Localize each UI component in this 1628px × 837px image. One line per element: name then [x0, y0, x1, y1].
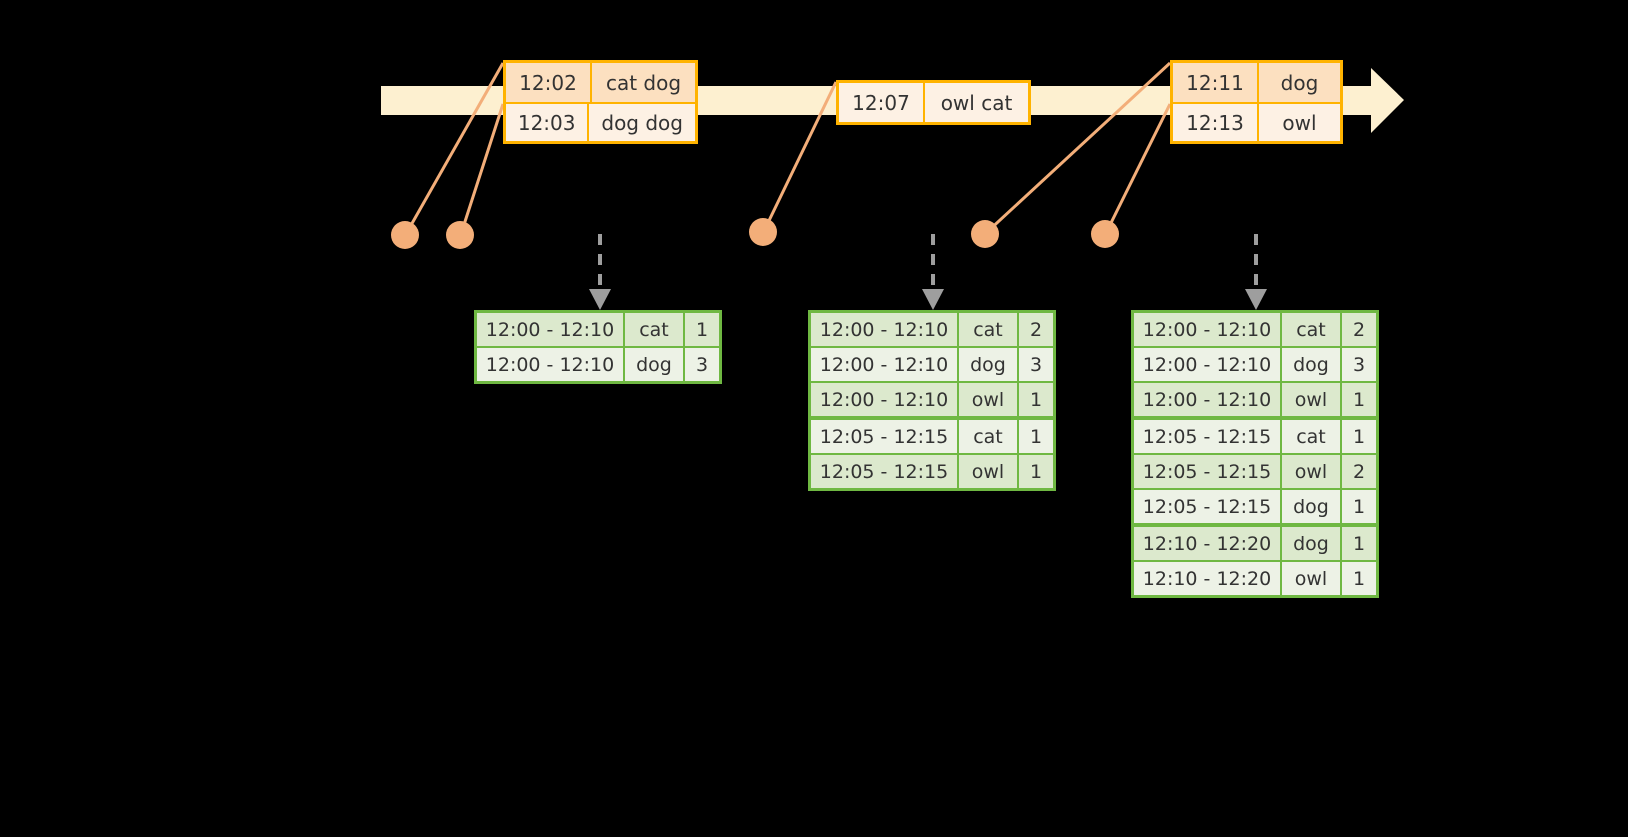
connector-dot-1: [391, 221, 419, 249]
cell-word: dog: [625, 348, 683, 381]
cell-word: owl: [1282, 455, 1340, 488]
table-row: 12:05 - 12:15 owl 1: [811, 455, 1053, 488]
cell-window: 12:00 - 12:10: [477, 348, 623, 381]
connector-dot-3: [749, 218, 777, 246]
result-table-1: 12:00 - 12:10 cat 1 12:00 - 12:10 dog 3: [474, 310, 722, 384]
cell-word: cat: [1282, 420, 1340, 453]
event-time: 12:03: [506, 104, 590, 141]
cell-window: 12:00 - 12:10: [1134, 313, 1280, 346]
cell-word: dog: [1282, 348, 1340, 381]
table-row: 12:05 - 12:15 dog 1: [1134, 490, 1376, 523]
event-box-3: 12:11 dog 12:13 owl: [1170, 60, 1343, 144]
cell-count: 2: [1342, 313, 1376, 346]
event-box-2: 12:07 owl cat: [836, 80, 1031, 125]
connector-dot-2: [446, 221, 474, 249]
event-time: 12:13: [1173, 104, 1259, 141]
cell-count: 1: [1342, 420, 1376, 453]
table-row: 12:00 - 12:10 owl 1: [1134, 383, 1376, 416]
result-group: 12:00 - 12:10 cat 1 12:00 - 12:10 dog 3: [477, 313, 719, 381]
connector-dot-4: [971, 220, 999, 248]
event-row: 12:07 owl cat: [839, 83, 1028, 122]
cell-count: 3: [1019, 348, 1053, 381]
cell-word: owl: [959, 455, 1017, 488]
table-row: 12:10 - 12:20 dog 1: [1134, 527, 1376, 560]
table-row: 12:10 - 12:20 owl 1: [1134, 562, 1376, 595]
cell-window: 12:00 - 12:10: [477, 313, 623, 346]
table-row: 12:00 - 12:10 cat 2: [1134, 313, 1376, 346]
event-words: dog: [1280, 70, 1319, 95]
cell-count: 2: [1342, 455, 1376, 488]
result-group: 12:00 - 12:10 cat 2 12:00 - 12:10 dog 3 …: [1134, 313, 1376, 416]
event-words: dog dog: [601, 110, 683, 135]
cell-count: 2: [1019, 313, 1053, 346]
event-box-1: 12:02 cat dog 12:03 dog dog: [503, 60, 698, 144]
cell-count: 1: [1342, 562, 1376, 595]
table-row: 12:00 - 12:10 cat 2: [811, 313, 1053, 346]
connector-dots: [391, 218, 1119, 249]
emit-arrows: [589, 234, 1267, 310]
cell-window: 12:00 - 12:10: [811, 348, 957, 381]
cell-word: dog: [1282, 490, 1340, 523]
event-row: 12:02 cat dog: [506, 63, 695, 102]
cell-count: 1: [1342, 527, 1376, 560]
event-words: owl: [1282, 110, 1317, 135]
cell-window: 12:00 - 12:10: [1134, 348, 1280, 381]
result-group: 12:10 - 12:20 dog 1 12:10 - 12:20 owl 1: [1134, 527, 1376, 595]
table-row: 12:00 - 12:10 dog 3: [1134, 348, 1376, 381]
event-words: owl cat: [940, 90, 1013, 115]
emit-arrow-1: [589, 234, 611, 310]
cell-word: owl: [1282, 383, 1340, 416]
table-row: 12:00 - 12:10 owl 1: [811, 383, 1053, 416]
cell-window: 12:05 - 12:15: [811, 455, 957, 488]
table-row: 12:05 - 12:15 owl 2: [1134, 455, 1376, 488]
result-table-3: 12:00 - 12:10 cat 2 12:00 - 12:10 dog 3 …: [1131, 310, 1379, 598]
cell-count: 1: [1019, 383, 1053, 416]
event-time: 12:07: [839, 83, 925, 122]
cell-word: owl: [1282, 562, 1340, 595]
table-row: 12:00 - 12:10 dog 3: [811, 348, 1053, 381]
result-table-2: 12:00 - 12:10 cat 2 12:00 - 12:10 dog 3 …: [808, 310, 1056, 491]
table-row: 12:05 - 12:15 cat 1: [811, 420, 1053, 453]
emit-arrow-3: [1245, 234, 1267, 310]
cell-window: 12:00 - 12:10: [811, 313, 957, 346]
event-words: cat dog: [605, 70, 682, 95]
cell-count: 3: [685, 348, 719, 381]
emit-arrow-2: [922, 234, 944, 310]
cell-window: 12:05 - 12:15: [1134, 490, 1280, 523]
cell-word: dog: [1282, 527, 1340, 560]
cell-count: 1: [1342, 490, 1376, 523]
cell-window: 12:10 - 12:20: [1134, 562, 1280, 595]
cell-window: 12:05 - 12:15: [1134, 455, 1280, 488]
event-time: 12:02: [506, 63, 592, 102]
cell-word: owl: [959, 383, 1017, 416]
cell-window: 12:00 - 12:10: [1134, 383, 1280, 416]
event-row: 12:13 owl: [1173, 102, 1340, 141]
cell-window: 12:10 - 12:20: [1134, 527, 1280, 560]
cell-count: 1: [1342, 383, 1376, 416]
result-group: 12:05 - 12:15 cat 1 12:05 - 12:15 owl 2 …: [1134, 420, 1376, 523]
result-group: 12:00 - 12:10 cat 2 12:00 - 12:10 dog 3 …: [811, 313, 1053, 416]
cell-count: 1: [1019, 455, 1053, 488]
event-time: 12:11: [1173, 63, 1259, 102]
cell-count: 3: [1342, 348, 1376, 381]
table-row: 12:00 - 12:10 dog 3: [477, 348, 719, 381]
connector-dot-5: [1091, 220, 1119, 248]
cell-word: cat: [625, 313, 683, 346]
event-row: 12:03 dog dog: [506, 102, 695, 141]
cell-word: cat: [959, 420, 1017, 453]
event-row: 12:11 dog: [1173, 63, 1340, 102]
cell-count: 1: [685, 313, 719, 346]
cell-window: 12:05 - 12:15: [811, 420, 957, 453]
table-row: 12:05 - 12:15 cat 1: [1134, 420, 1376, 453]
table-row: 12:00 - 12:10 cat 1: [477, 313, 719, 346]
cell-word: cat: [1282, 313, 1340, 346]
cell-count: 1: [1019, 420, 1053, 453]
cell-window: 12:05 - 12:15: [1134, 420, 1280, 453]
cell-word: cat: [959, 313, 1017, 346]
cell-window: 12:00 - 12:10: [811, 383, 957, 416]
cell-word: dog: [959, 348, 1017, 381]
result-group: 12:05 - 12:15 cat 1 12:05 - 12:15 owl 1: [811, 420, 1053, 488]
